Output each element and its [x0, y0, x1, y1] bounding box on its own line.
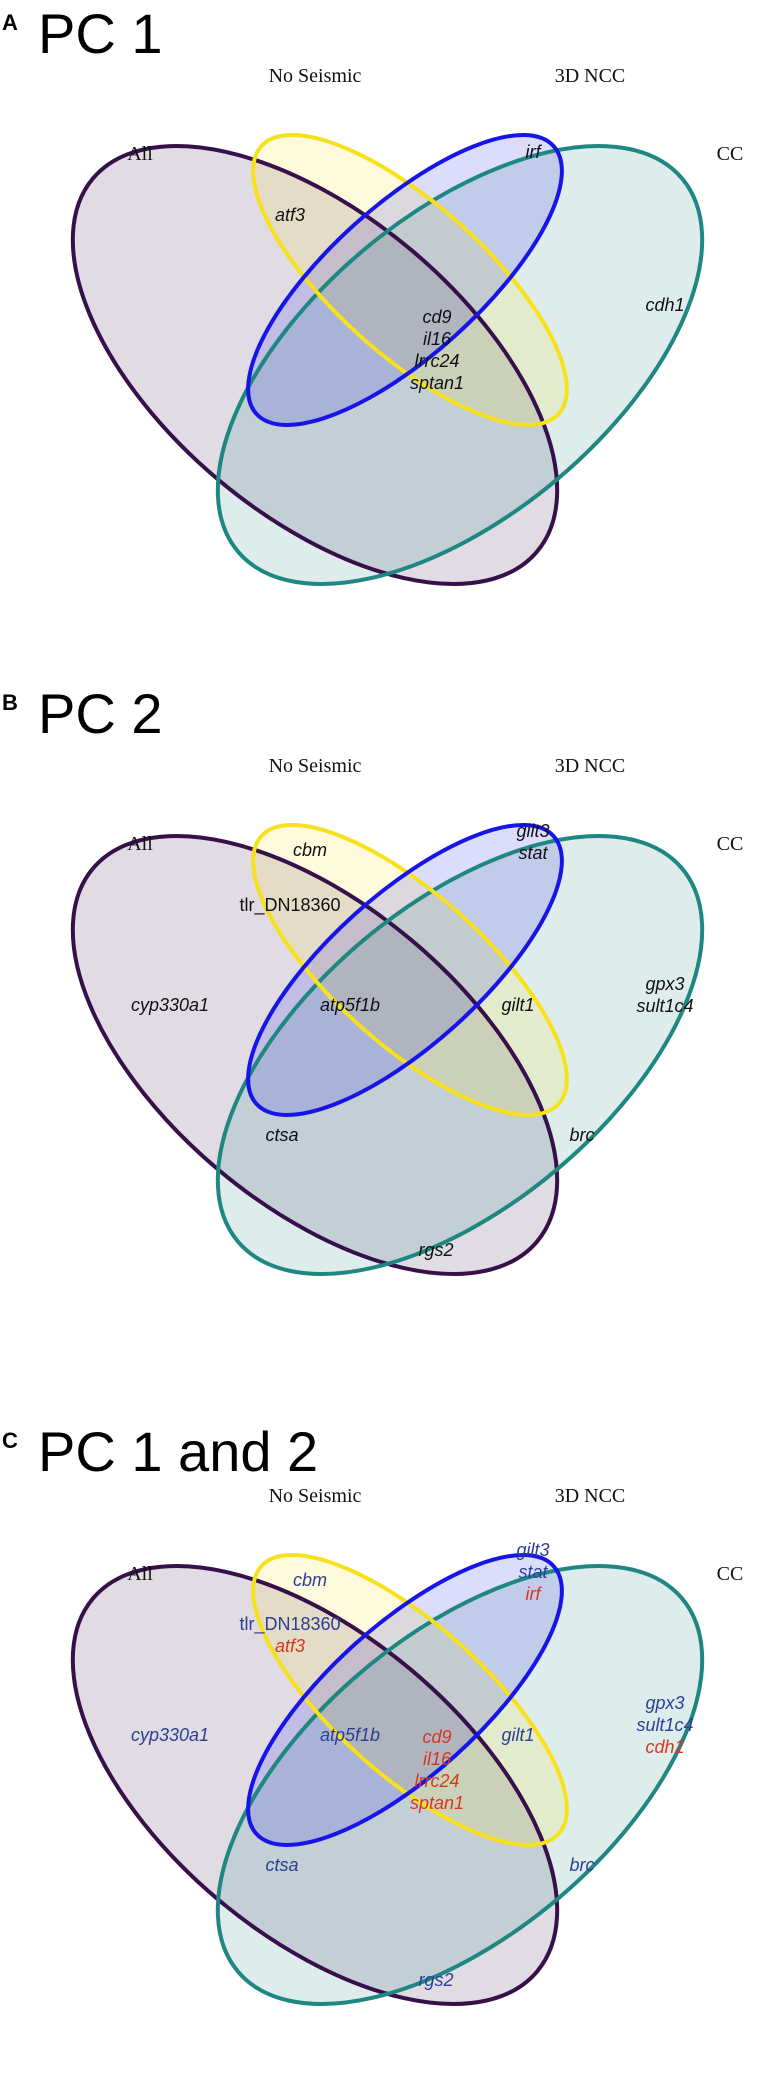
cc-label: CC — [717, 1563, 744, 1585]
nccd-label: 3D NCC — [555, 755, 626, 777]
gene-label: gilt3 — [516, 1540, 549, 1560]
gene-label: il16 — [423, 329, 452, 349]
nccd-set-outline — [246, 823, 564, 1117]
no-seismic-set-fill — [253, 1555, 567, 1845]
gene-label: atp5f1b — [320, 995, 380, 1015]
gene-label: ctsa — [265, 1125, 298, 1145]
gene-label: cbm — [293, 840, 327, 860]
gene-label: atf3 — [275, 1636, 305, 1656]
no-seismic-label: No Seismic — [269, 1485, 362, 1507]
all-set-fill — [72, 1566, 558, 2004]
no-seismic-label: No Seismic — [269, 65, 362, 87]
cc-label: CC — [717, 143, 744, 165]
cc-set-outline — [215, 1564, 705, 2006]
all-set-fill — [72, 836, 558, 1274]
gene-label: brc — [569, 1855, 594, 1875]
no-seismic-set-fill — [253, 825, 567, 1115]
cc-set-fill — [217, 1566, 703, 2004]
gene-label: stat — [518, 1562, 548, 1582]
nccd-set-fill — [248, 1555, 562, 1845]
gene-label: il16 — [423, 1749, 452, 1769]
panel-a: A PC 1 All No Seismic 3D NCC CC atf3 irf cdh1 c… — [0, 0, 783, 680]
gene-label: atf3 — [275, 205, 305, 225]
panel-title: PC 1 and 2 — [38, 1420, 319, 1483]
gene-label: lrrc24 — [414, 1771, 459, 1791]
all-set-fill — [72, 146, 558, 584]
gene-label: sptan1 — [410, 373, 464, 393]
gene-label: cdh1 — [645, 1737, 684, 1757]
nccd-set-fill — [248, 135, 562, 425]
venn-diagram: All No Seismic 3D NCC CC atf3 irf cdh1 cd9il16l… — [70, 65, 744, 586]
gene-label: brc — [569, 1125, 594, 1145]
gene-label: rgs2 — [418, 1240, 453, 1260]
gene-label: ctsa — [265, 1855, 298, 1875]
gene-label: cd9 — [422, 1727, 451, 1747]
gene-label: sult1c4 — [636, 1715, 693, 1735]
all-label: All — [127, 1563, 153, 1585]
gene-label: atp5f1b — [320, 1725, 380, 1745]
nccd-set-outline — [246, 1553, 564, 1847]
cc-set-fill — [217, 146, 703, 584]
cc-set-fill — [217, 836, 703, 1274]
nccd-label: 3D NCC — [555, 65, 626, 87]
gene-label: irf — [526, 142, 543, 162]
gene-label: gilt3 — [516, 821, 549, 841]
no-seismic-label: No Seismic — [269, 755, 362, 777]
panel-title: PC 2 — [38, 682, 163, 745]
nccd-label: 3D NCC — [555, 1485, 626, 1507]
cc-set-outline — [215, 144, 705, 586]
all-label: All — [127, 833, 153, 855]
gene-label: sptan1 — [410, 1793, 464, 1813]
gene-label: cyp330a1 — [131, 995, 209, 1015]
gene-label: cdh1 — [645, 295, 684, 315]
panel-letter: C — [2, 1428, 18, 1453]
gene-label: cbm — [293, 1570, 327, 1590]
no-seismic-set-outline — [251, 823, 569, 1117]
panel-letter: B — [2, 690, 18, 715]
gene-label: cyp330a1 — [131, 1725, 209, 1745]
gene-label: tlr_DN18360 — [239, 1614, 340, 1635]
gene-label: tlr_DN18360 — [239, 895, 340, 916]
gene-label: irf — [526, 1584, 543, 1604]
gene-label: rgs2 — [418, 1970, 453, 1990]
gene-label: gilt1 — [501, 995, 534, 1015]
nccd-set-outline — [246, 133, 564, 427]
gene-label: lrrc24 — [414, 351, 459, 371]
cc-label: CC — [717, 833, 744, 855]
gene-label: cd9 — [422, 307, 451, 327]
all-label: All — [127, 143, 153, 165]
gene-label: sult1c4 — [636, 996, 693, 1016]
panel-c: C PC 1 and 2 All No Seismic 3D NCC CC cbm gil… — [0, 1400, 783, 2092]
no-seismic-set-outline — [251, 133, 569, 427]
no-seismic-set-outline — [251, 1553, 569, 1847]
no-seismic-set-fill — [253, 135, 567, 425]
cc-set-outline — [215, 834, 705, 1276]
gene-label: stat — [518, 843, 548, 863]
gene-label: gpx3 — [645, 1693, 684, 1713]
gene-label: gpx3 — [645, 974, 684, 994]
gene-label: gilt1 — [501, 1725, 534, 1745]
nccd-set-fill — [248, 825, 562, 1115]
panel-title: PC 1 — [38, 2, 163, 65]
panel-letter: A — [2, 10, 18, 35]
